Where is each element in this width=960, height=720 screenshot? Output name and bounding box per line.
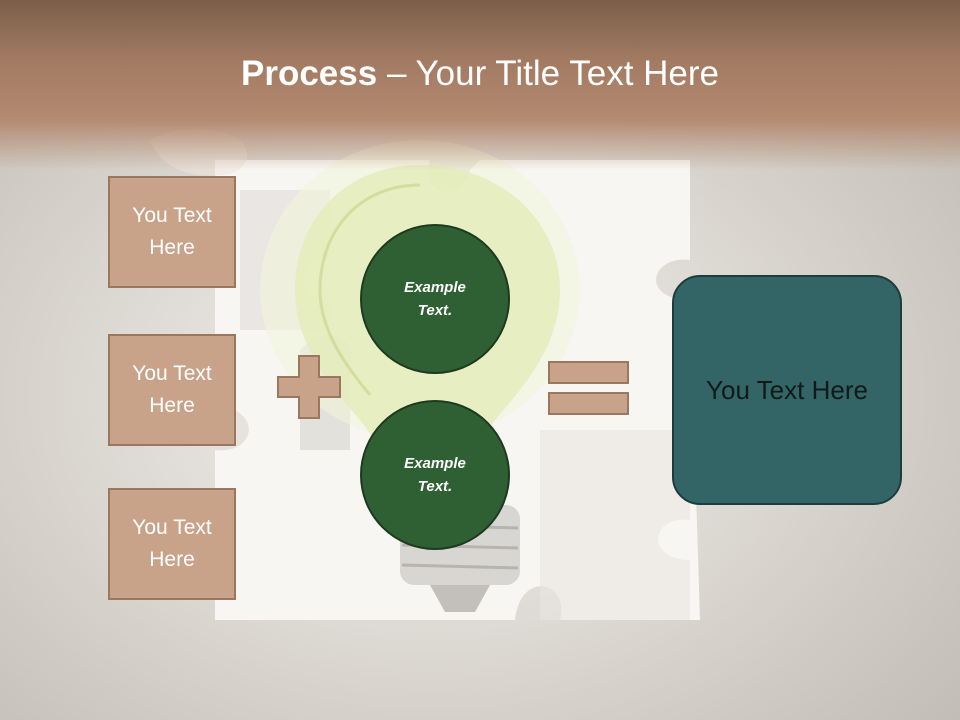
result-label: You Text Here (706, 374, 868, 405)
text-box-label: You Text Here (132, 516, 212, 571)
circle-label: Example Text. (404, 455, 466, 495)
text-box-label: You Text Here (132, 362, 212, 417)
circle-label: Example Text. (404, 279, 466, 319)
result-box[interactable]: You Text Here (672, 275, 902, 505)
example-circle-2[interactable]: Example Text. (360, 400, 510, 550)
example-circle-1[interactable]: Example Text. (360, 224, 510, 374)
equals-icon (548, 361, 629, 415)
text-box-1[interactable]: You Text Here (108, 176, 236, 288)
text-box-2[interactable]: You Text Here (108, 334, 236, 446)
text-box-3[interactable]: You Text Here (108, 488, 236, 600)
plus-icon (277, 355, 341, 419)
title-rest: – Your Title Text Here (377, 54, 719, 93)
text-box-label: You Text Here (132, 204, 212, 259)
title-bold: Process (241, 54, 378, 93)
title-band (0, 0, 960, 170)
slide-title: Process – Your Title Text Here (0, 52, 960, 96)
